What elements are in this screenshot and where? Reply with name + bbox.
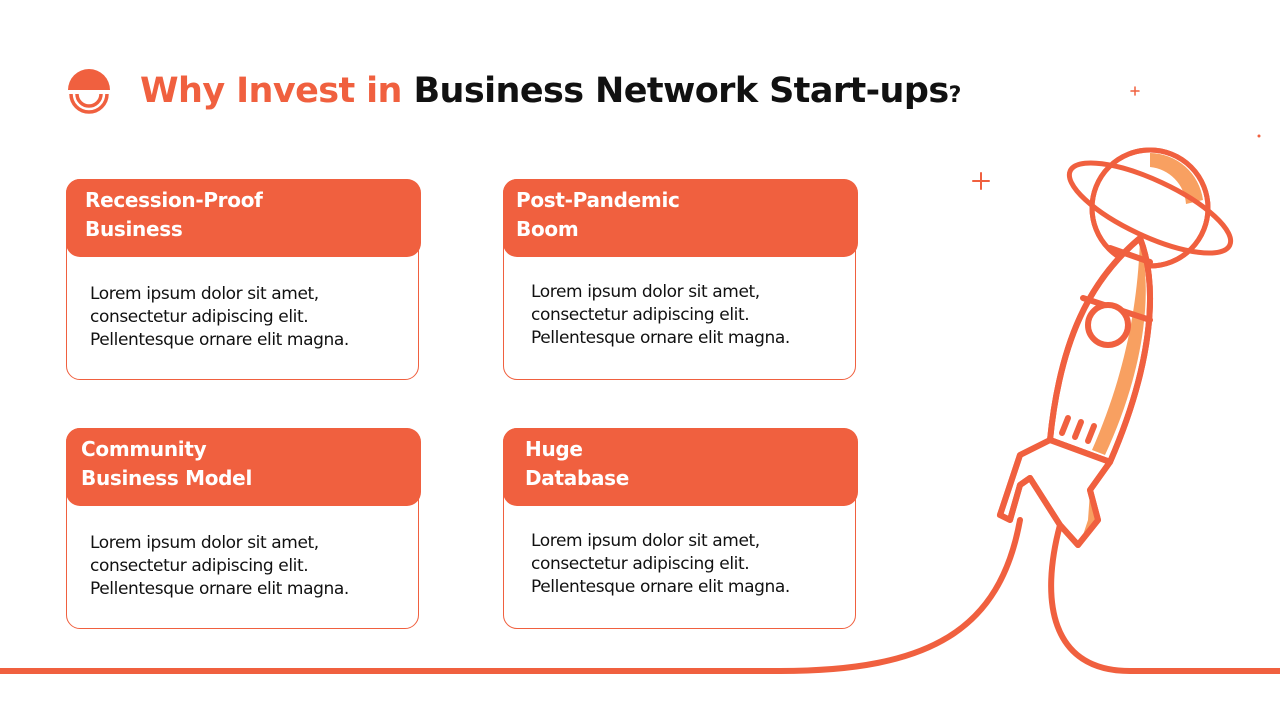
card-body: Lorem ipsum dolor sit amet, consectetur … (90, 532, 410, 601)
card-body-line: consectetur adipiscing elit. (531, 305, 750, 325)
rocket-icon (997, 235, 1153, 548)
logo-icon (68, 69, 110, 114)
card-body: Lorem ipsum dolor sit amet, consectetur … (531, 281, 851, 350)
title-question-mark: ? (948, 83, 962, 108)
card-header: Huge Database (503, 428, 858, 506)
card-huge-database: Huge Database Lorem ipsum dolor sit amet… (503, 428, 858, 629)
sparkle-icon (1257, 134, 1261, 138)
card-body-line: Lorem ipsum dolor sit amet, (90, 284, 319, 304)
card-header: Community Business Model (66, 428, 421, 506)
planet-icon (1066, 147, 1234, 269)
card-body-line: Pellentesque ornare elit magna. (531, 577, 790, 597)
card-title: Community Business Model (81, 437, 252, 490)
card-header: Recession-Proof Business (66, 179, 421, 257)
card-header: Post-Pandemic Boom (503, 179, 858, 257)
card-title: Huge Database (525, 437, 630, 490)
title-accent: Why Invest in (140, 71, 402, 111)
card-community-model: Community Business Model Lorem ipsum dol… (66, 428, 421, 629)
sparkle-icon (1130, 86, 1140, 96)
title-main: Business Network Start-ups (413, 71, 949, 111)
card-post-pandemic: Post-Pandemic Boom Lorem ipsum dolor sit… (503, 179, 858, 380)
card-body-line: Lorem ipsum dolor sit amet, (90, 533, 319, 553)
card-recession-proof: Recession-Proof Business Lorem ipsum dol… (66, 179, 421, 380)
card-title: Recession-Proof Business (85, 188, 263, 241)
rocket-trail (0, 517, 1280, 674)
card-body-line: Pellentesque ornare elit magna. (90, 579, 349, 599)
card-body-line: Pellentesque ornare elit magna. (90, 330, 349, 350)
card-body-line: Lorem ipsum dolor sit amet, (531, 531, 760, 551)
card-body: Lorem ipsum dolor sit amet, consectetur … (90, 283, 410, 352)
card-title: Post-Pandemic Boom (516, 188, 680, 241)
card-body-line: Lorem ipsum dolor sit amet, (531, 282, 760, 302)
card-body-line: consectetur adipiscing elit. (90, 556, 309, 576)
card-body-line: consectetur adipiscing elit. (90, 307, 309, 327)
card-body-line: Pellentesque ornare elit magna. (531, 328, 790, 348)
card-body: Lorem ipsum dolor sit amet, consectetur … (531, 530, 851, 599)
card-body-line: consectetur adipiscing elit. (531, 554, 750, 574)
sparkle-icon (972, 172, 990, 190)
page-title: Why Invest in Business Network Start-ups… (140, 66, 961, 121)
